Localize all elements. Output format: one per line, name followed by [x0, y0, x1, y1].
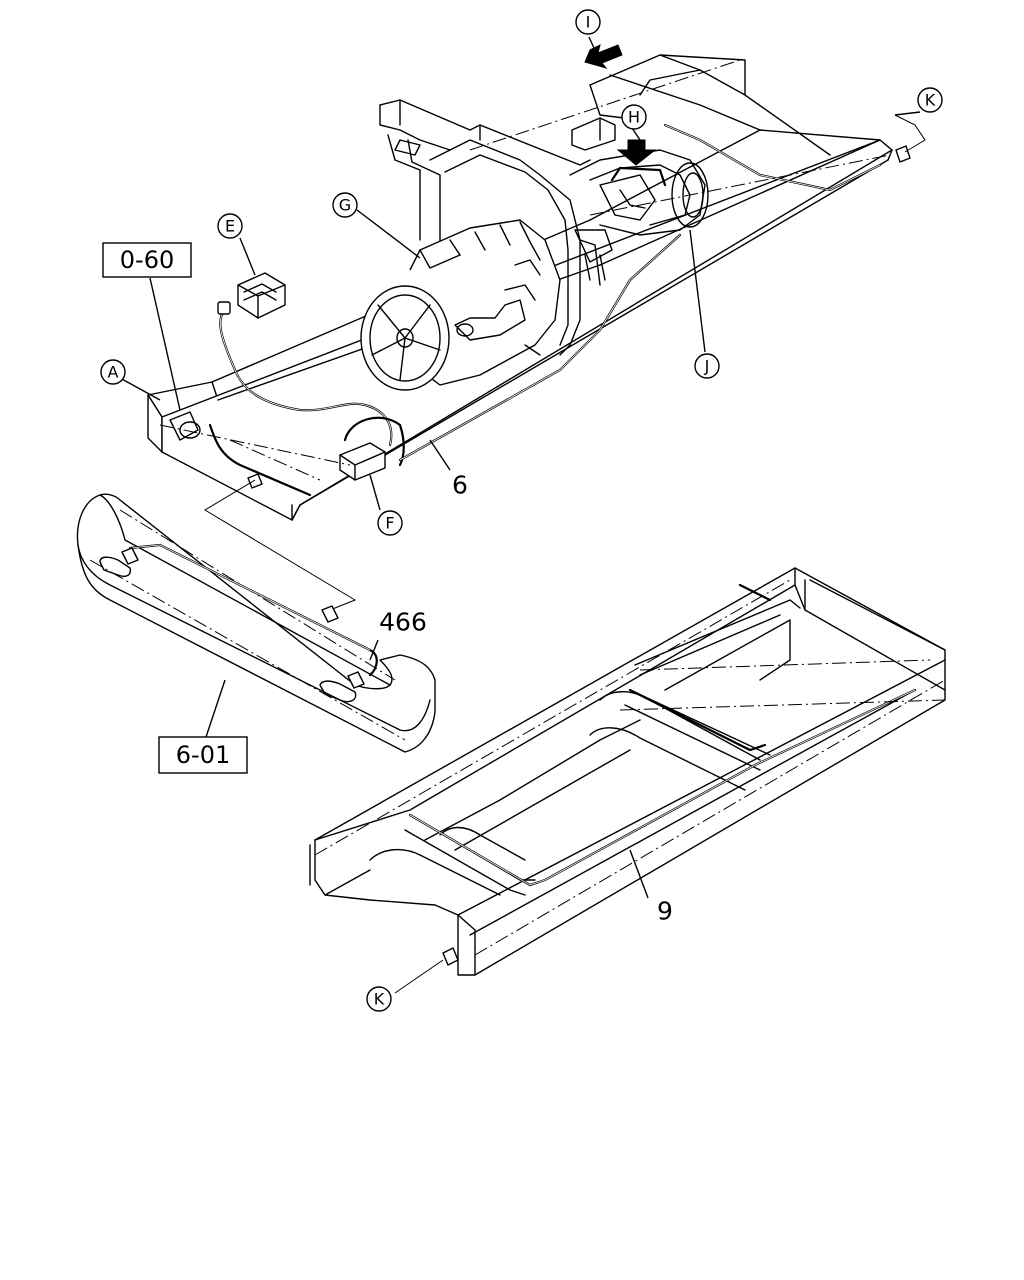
- view-arrows: [584, 44, 657, 166]
- part-number-6: 6: [452, 471, 468, 500]
- upper-projection-lines: [159, 59, 926, 611]
- callout-G-label: G: [339, 196, 351, 215]
- leader-lines: [119, 36, 921, 899]
- lower-chassis-frame: [309, 567, 946, 994]
- reference-box-0-60: 0-60: [102, 242, 192, 278]
- callout-J-label: J: [704, 357, 710, 376]
- callout-K-top: K: [917, 87, 943, 113]
- part-number-466: 466: [379, 608, 427, 637]
- part-number-9: 9: [657, 897, 673, 926]
- callout-F-label: F: [385, 514, 394, 533]
- callout-E-label: E: [225, 217, 235, 236]
- upper-wire-harness: [208, 123, 882, 497]
- reference-6-01-label: 6-01: [176, 741, 230, 769]
- callout-I-label: I: [586, 13, 591, 32]
- callout-H: H: [621, 104, 647, 130]
- callout-K-bottom-label: K: [374, 990, 385, 1009]
- callout-K-bottom: K: [366, 986, 392, 1012]
- callout-K-top-label: K: [925, 91, 936, 110]
- callout-A-label: A: [108, 363, 119, 382]
- upper-connectors: [169, 145, 911, 489]
- callout-G: G: [332, 192, 358, 218]
- callout-J: J: [694, 353, 720, 379]
- reference-0-60-label: 0-60: [120, 246, 174, 274]
- callout-A: A: [100, 359, 126, 385]
- engine-block: [360, 219, 561, 391]
- callout-H-label: H: [628, 108, 640, 127]
- callout-F: F: [377, 510, 403, 536]
- callout-I: I: [575, 9, 601, 35]
- front-bumper: [76, 493, 436, 753]
- callout-E: E: [217, 213, 243, 239]
- reference-box-6-01: 6-01: [158, 736, 248, 774]
